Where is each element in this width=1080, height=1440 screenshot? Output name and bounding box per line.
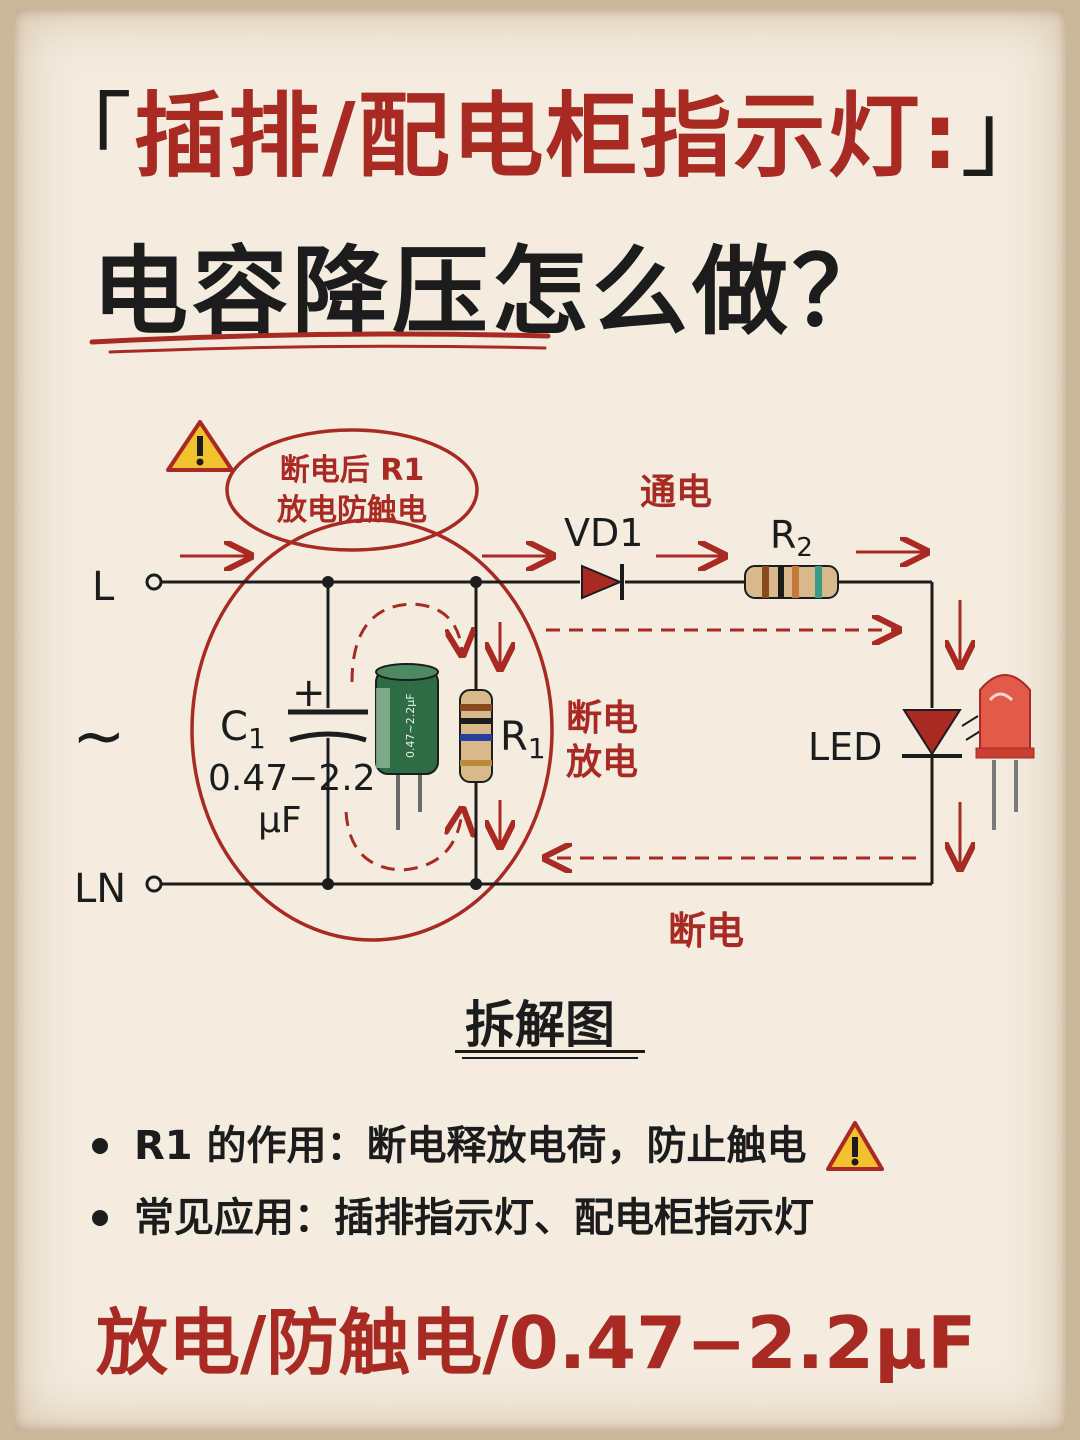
warning-icon [825,1121,884,1171]
label-tongdian: 通电 [640,472,712,513]
terminal-LN [145,875,163,893]
led-icon [975,674,1035,830]
terminal-L [145,573,163,591]
label-led: LED [808,725,882,769]
dashed-arrows [344,602,916,870]
label-c1-plus: + [292,670,326,716]
label-duandian: 断电 [668,909,744,953]
caption: 拆解图 [465,996,615,1054]
title-underline [89,331,551,345]
bullet-text: 常见应用：插排指示灯、配电柜指示灯 [134,1195,814,1241]
junction-dots [322,576,482,890]
resistor-icon-r2 [744,565,839,599]
bubble-text-1: 断电后 R1 [280,453,424,488]
caption-underline-2 [462,1057,638,1059]
bullet-dot [92,1138,108,1154]
label-r1: R1 [500,714,546,765]
label-discharge-2: 放电 [566,742,638,783]
led-symbol [902,709,983,758]
capacitor-symbol [288,709,368,743]
label-ac-source: ~ [72,700,126,774]
discharge-loop-ellipse [190,518,554,942]
resistor-icon-r1 [459,689,493,783]
warning-bubble [225,428,479,552]
title-line2: 电容降压怎么做？ [92,236,892,348]
warning-icon [166,420,234,472]
capacitor-print: 0.47~2.2μF [404,693,417,758]
title-open-bracket: 「 [40,83,135,190]
circuit-wires [162,580,934,886]
bullet-dot [92,1210,108,1226]
caption-underline [455,1050,645,1053]
title-underline-2 [108,344,547,354]
bullet-list: R1 的作用：断电释放电荷，防止触电 常见应用：插排指示灯、配电柜指示灯 [80,1110,1040,1254]
current-arrows [180,552,960,866]
label-vd1: VD1 [564,511,643,555]
bullet-item: R1 的作用：断电释放电荷，防止触电 [80,1110,1040,1182]
title-close-bracket: 」 [960,83,1055,190]
label-c1: C1 [220,704,266,755]
diode-icon [581,564,624,600]
bullet-item: 常见应用：插排指示灯、配电柜指示灯 [80,1182,1040,1254]
label-discharge-1: 断电 [566,698,638,739]
title-text-1: 插排/配电柜指示灯: [134,83,961,190]
label-LN: LN [74,866,126,912]
label-r2: R2 [770,513,813,563]
label-L: L [92,564,115,610]
label-c1-unit: μF [258,800,302,841]
title-line1: 「插排/配电柜指示灯:」 [40,62,1052,195]
footer-summary: 放电/防触电/0.47−2.2μF [96,1301,977,1385]
bullet-text: R1 的作用：断电释放电荷，防止触电 [134,1123,807,1169]
label-c1-value: 0.47−2.2 [208,758,376,799]
capacitor-icon: 0.47~2.2μF [375,663,439,830]
paper-background [14,10,1066,1430]
